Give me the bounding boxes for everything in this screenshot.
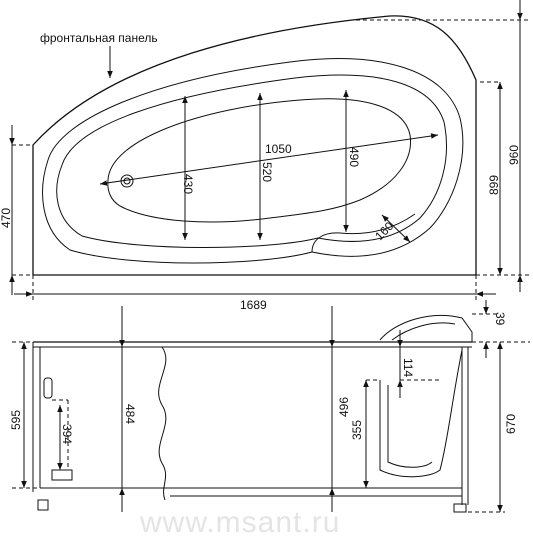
foot-right bbox=[453, 503, 467, 513]
foot-left bbox=[37, 499, 49, 511]
side-cut-line bbox=[158, 346, 167, 501]
dim-1050: 1050 bbox=[265, 142, 292, 156]
dim-430: 430 bbox=[181, 174, 195, 194]
drain-inner-icon bbox=[123, 177, 131, 185]
dim-960: 960 bbox=[507, 145, 521, 165]
dim-484: 484 bbox=[123, 404, 137, 424]
top-bowl bbox=[107, 98, 412, 223]
top-rim-inner bbox=[56, 74, 447, 248]
drain-side-icon bbox=[51, 469, 73, 481]
side-headrest-inner bbox=[391, 322, 456, 341]
dim-160-line bbox=[381, 214, 411, 243]
top-seat bbox=[311, 213, 416, 253]
top-outer-contour bbox=[32, 15, 477, 276]
front-panel-label: фронтальная панель bbox=[40, 31, 158, 45]
dim-355: 355 bbox=[350, 420, 364, 440]
side-view: 394 595 484 496 355 114 39 bbox=[9, 300, 530, 513]
dim-670: 670 bbox=[504, 414, 518, 434]
side-tub-inner bbox=[387, 385, 433, 468]
dim-394: 394 bbox=[60, 424, 74, 444]
overflow-icon bbox=[43, 377, 53, 399]
dim-520: 520 bbox=[260, 162, 274, 182]
dim-39: 39 bbox=[493, 312, 507, 326]
watermark: www.msant.ru bbox=[139, 506, 340, 537]
side-tub-body bbox=[379, 349, 463, 478]
dim-496: 496 bbox=[337, 397, 351, 417]
side-headrest bbox=[379, 314, 473, 342]
dim-1050-line bbox=[99, 133, 439, 186]
dim-470: 470 bbox=[0, 208, 13, 228]
dim-490: 490 bbox=[347, 147, 361, 167]
dim-1689: 1689 bbox=[240, 298, 267, 312]
top-view: 1050 430 520 490 160 фронтальная панель … bbox=[0, 0, 530, 312]
dim-114: 114 bbox=[401, 358, 415, 377]
dim-899: 899 bbox=[487, 175, 501, 195]
dim-595: 595 bbox=[9, 410, 23, 430]
top-rim-contour bbox=[42, 58, 464, 264]
